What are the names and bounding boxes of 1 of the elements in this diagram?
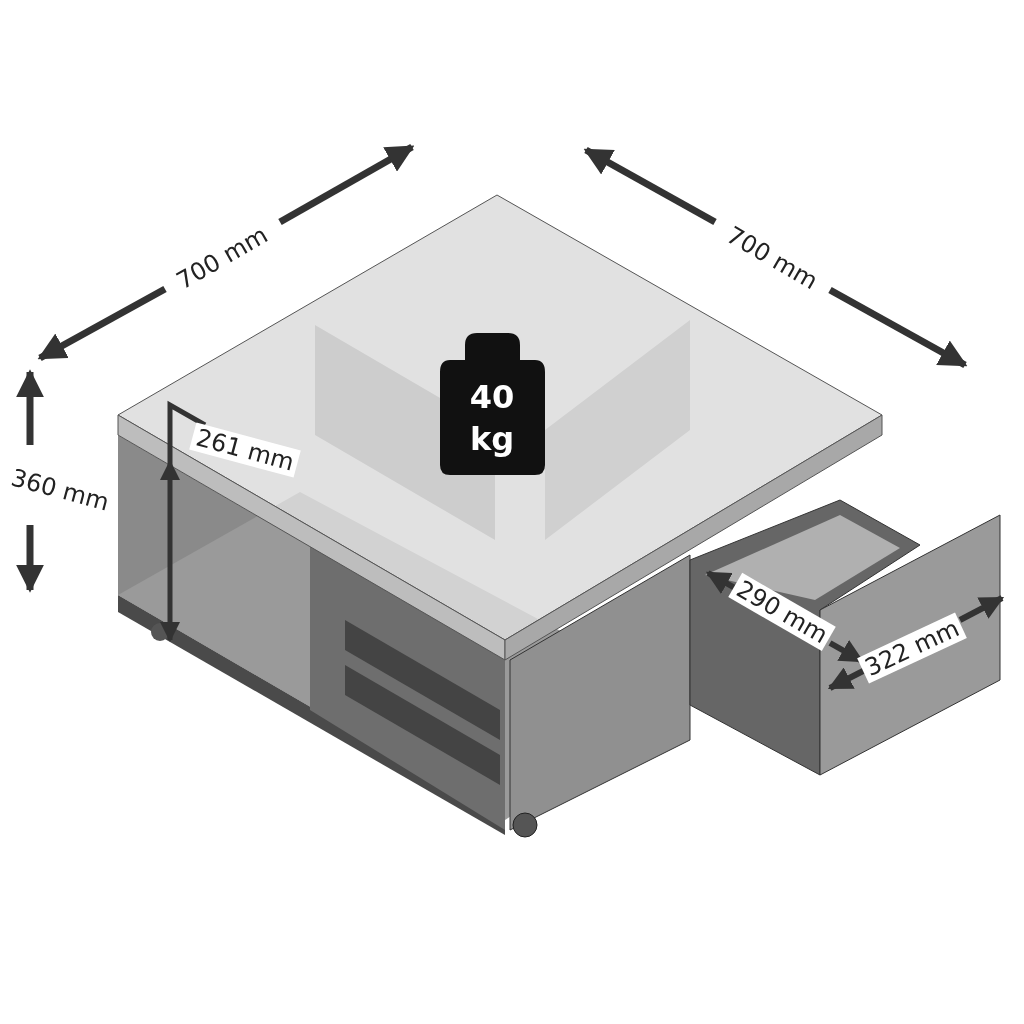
weight-label: 40 kg: [468, 377, 516, 460]
